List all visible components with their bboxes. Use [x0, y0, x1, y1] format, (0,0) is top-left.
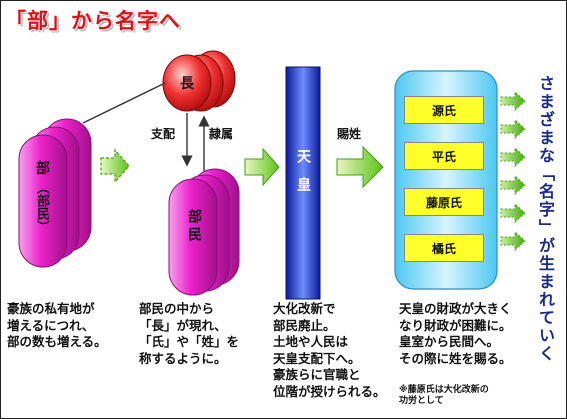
caption-2: 部民の中から 「長」が現れ、 「氏」や「姓」を 称するように。 [139, 301, 239, 367]
emperor-column [285, 66, 321, 300]
output-arrows [500, 90, 526, 252]
emperor-label: 天皇 [295, 149, 311, 205]
caption-3-line: 大化改新で [273, 301, 336, 316]
bemin-stack [168, 168, 240, 296]
caption-1: 豪族の私有地が 増えるにつれ、 部の数も増える。 [7, 301, 107, 351]
caption-2-line: 「氏」や「姓」を [139, 334, 240, 349]
caption-1-line: 部の数も増える。 [7, 334, 107, 349]
footnote-line: ※藤原氏は大化改新の [399, 385, 489, 395]
caption-4-line: その際に姓を賜る。 [399, 350, 512, 366]
vertical-statement: さまざまな「名字」が生まれていく [536, 75, 555, 363]
caption-3-line: 位階が授けられる。 [273, 383, 386, 399]
flow-arrow-1 [100, 148, 130, 184]
chief-stack [162, 50, 236, 112]
caption-1-line: 増えるにつれ、 [7, 317, 95, 333]
flow-arrow-3 [336, 145, 384, 189]
grant-label: 賜姓 [337, 127, 362, 141]
caption-3-line: 豪族らに官職と [273, 367, 361, 382]
relation-subordinate-label: 隷属 [209, 127, 234, 141]
flow-arrow-2 [244, 147, 280, 187]
caption-3-line: 部民廃止。 [273, 317, 336, 333]
caption-4-line: 皇室から民間へ。 [399, 334, 500, 349]
footnote: ※藤原氏は大化改新の 功労として [399, 385, 489, 407]
be-group-main-label: 部 [36, 161, 50, 177]
clan-taira: 平氏 [404, 142, 484, 170]
relation-control-label: 支配 [151, 127, 176, 141]
caption-3-line: 天皇支配下へ。 [273, 350, 361, 366]
clan-fujiwara: 藤原氏 [404, 188, 484, 216]
caption-4-line: 天皇の財政が大きく [399, 301, 512, 316]
caption-4: 天皇の財政が大きく なり財政が困難に。 皇室から民間へ。 その際に姓を賜る。 [399, 301, 512, 367]
caption-2-line: 「長」が現れ、 [139, 317, 227, 333]
caption-4-line: なり財政が困難に。 [399, 317, 512, 333]
caption-1-line: 豪族の私有地が [7, 301, 95, 316]
caption-3: 大化改新で 部民廃止。 土地や人民は 天皇支配下へ。 豪族らに官職と 位階が授け… [273, 301, 386, 400]
footnote-line: 功労として [399, 396, 444, 406]
caption-3-line: 土地や人民は [273, 334, 349, 349]
be-group-stack [18, 118, 92, 268]
be-group-sub-label: （部民） [34, 181, 49, 233]
clan-minamoto: 源氏 [404, 96, 484, 124]
bemin-label: 部民 [186, 209, 202, 245]
connector-line [82, 82, 166, 124]
chief-label: 長 [180, 76, 194, 92]
caption-2-line: 部民の中から [139, 301, 215, 316]
page-title: 「部」から名字へ [5, 9, 181, 33]
clan-tachibana: 橘氏 [404, 234, 484, 262]
caption-2-line: 称するように。 [139, 350, 227, 366]
